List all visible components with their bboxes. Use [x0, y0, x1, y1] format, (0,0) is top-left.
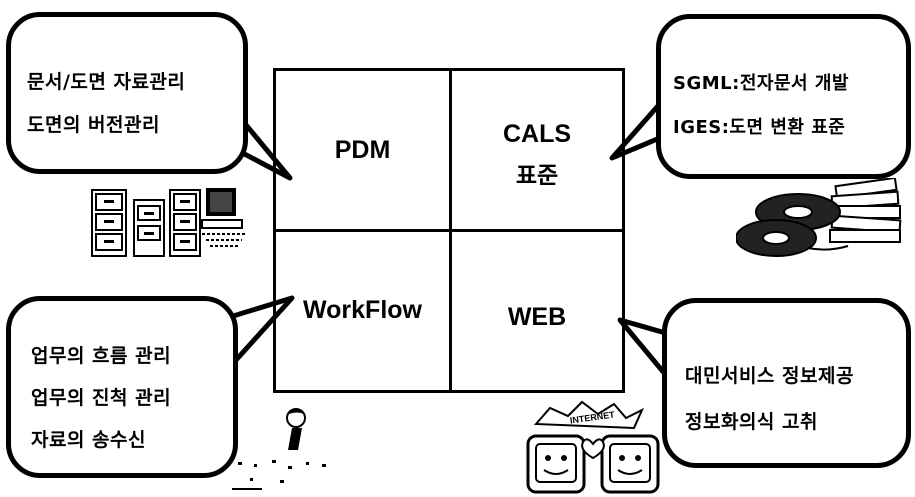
grid-horizontal-divider — [273, 229, 625, 232]
bubble-bottom-right: 대민서비스 정보제공 정보화의식 고취 — [662, 298, 911, 468]
internet-monitors-icon: INTERNET — [526, 400, 660, 494]
quadrant-label-workflow: WorkFlow — [303, 296, 422, 324]
filing-cabinet-icon — [91, 188, 246, 257]
bubble-top-right: SGML:전자문서 개발 IGES:도면 변환 표준 — [656, 14, 911, 179]
person-icon — [232, 408, 326, 490]
bubble-text: 업무의 흐름 관리 — [31, 345, 172, 367]
quadrant-label-pdm: PDM — [334, 136, 391, 164]
bubble-text: 자료의 송수신 — [31, 429, 146, 451]
bubble-text: IGES:도면 변환 표준 — [673, 117, 846, 138]
bubble-text: 정보화의식 고취 — [685, 411, 818, 433]
bubble-bottom-left: 업무의 흐름 관리 업무의 진척 관리 자료의 송수신 — [6, 296, 238, 478]
quadrant-label-standard: 표준 — [515, 163, 559, 189]
bubble-text: 대민서비스 정보제공 — [685, 365, 854, 387]
quadrant-label-cals: CALS — [502, 120, 572, 148]
quadrant-label-web: WEB — [507, 303, 567, 331]
bubble-text: SGML:전자문서 개발 — [673, 73, 849, 94]
bubble-text: 도면의 버전관리 — [27, 114, 160, 136]
disks-and-books-icon — [736, 178, 902, 257]
bubble-text: 문서/도면 자료관리 — [27, 71, 186, 93]
bubble-text: 업무의 진척 관리 — [31, 387, 172, 409]
bubble-top-left: 문서/도면 자료관리 도면의 버전관리 — [6, 12, 248, 174]
